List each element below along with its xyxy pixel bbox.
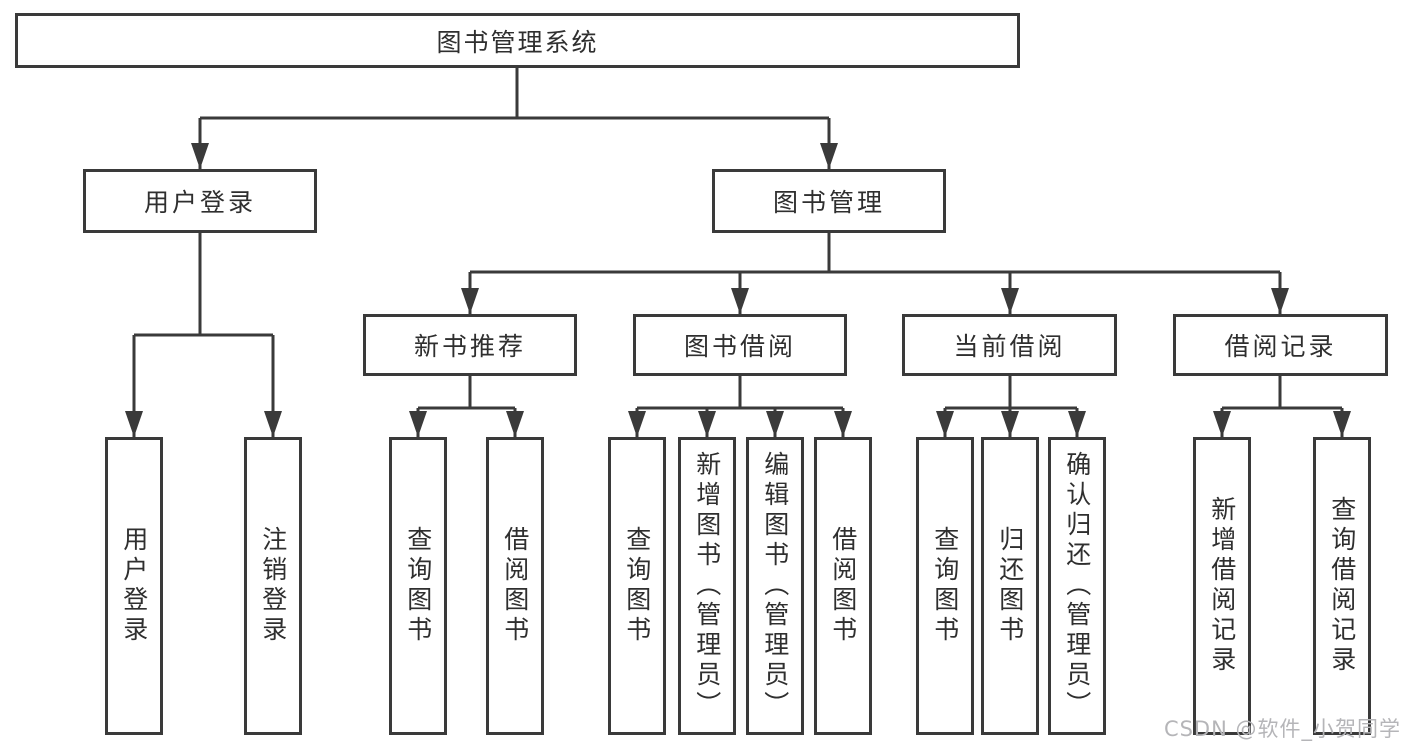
arrowhead-icon (1333, 411, 1351, 437)
leaf-logout: 注销登录 (244, 437, 302, 735)
leaf-label: 新增图书（管理员） (692, 451, 722, 721)
arrowhead-icon (731, 288, 749, 314)
arrowhead-icon (820, 143, 838, 169)
arrowhead-icon (1001, 411, 1019, 437)
arrowhead-icon (409, 411, 427, 437)
csdn-watermark: CSDN @软件_小贺同学 (1163, 717, 1401, 741)
leaf-current-query-books: 查询图书 (916, 437, 974, 735)
leaf-borrowing-query-books: 查询图书 (608, 437, 666, 735)
node-label: 借阅记录 (1224, 332, 1337, 361)
leaf-records-add-record: 新增借阅记录 (1193, 437, 1251, 735)
leaf-label: 编辑图书（管理员） (760, 451, 790, 721)
arrowhead-icon (125, 411, 143, 437)
leaf-label: 借阅图书 (500, 526, 530, 646)
leaf-label: 确认归还（管理员） (1062, 451, 1092, 721)
node-label: 用户登录 (143, 188, 256, 217)
node-label: 当前借阅 (953, 332, 1066, 361)
connector-paths (132, 68, 1344, 437)
node-label: 新书推荐 (413, 332, 526, 361)
leaf-label: 查询图书 (622, 526, 652, 646)
leaf-label: 归还图书 (995, 526, 1025, 646)
arrowhead-icon (936, 411, 954, 437)
leaf-borrowing-edit-books-admin: 编辑图书（管理员） (746, 437, 804, 735)
node-book-borrowing: 图书借阅 (633, 314, 847, 376)
node-new-book-recommend: 新书推荐 (363, 314, 577, 376)
arrowhead-icon (1068, 411, 1086, 437)
leaf-label: 借阅图书 (828, 526, 858, 646)
node-borrowing-records: 借阅记录 (1173, 314, 1388, 376)
leaf-label: 查询图书 (930, 526, 960, 646)
node-user-login: 用户登录 (83, 169, 317, 233)
leaf-label: 新增借阅记录 (1207, 496, 1237, 676)
leaf-label: 查询图书 (403, 526, 433, 646)
node-label: 图书借阅 (683, 332, 796, 361)
node-library-management-system: 图书管理系统 (15, 13, 1020, 68)
leaf-label: 注销登录 (258, 526, 288, 646)
arrowhead-icon (506, 411, 524, 437)
arrowhead-icon (1213, 411, 1231, 437)
leaf-label: 查询借阅记录 (1327, 496, 1357, 676)
arrowheads (125, 143, 1351, 437)
arrowhead-icon (461, 288, 479, 314)
arrowhead-icon (191, 143, 209, 169)
leaf-records-query-record: 查询借阅记录 (1313, 437, 1371, 735)
arrowhead-icon (628, 411, 646, 437)
arrowhead-icon (264, 411, 282, 437)
arrowhead-icon (834, 411, 852, 437)
arrowhead-icon (1001, 288, 1019, 314)
leaf-label: 用户登录 (119, 526, 149, 646)
node-label: 图书管理 (772, 188, 885, 217)
arrowhead-icon (1271, 288, 1289, 314)
node-current-borrowing: 当前借阅 (902, 314, 1117, 376)
node-book-management: 图书管理 (712, 169, 946, 233)
arrowhead-icon (698, 411, 716, 437)
leaf-current-return-books: 归还图书 (981, 437, 1039, 735)
leaf-borrowing-add-books-admin: 新增图书（管理员） (678, 437, 736, 735)
leaf-current-confirm-return-admin: 确认归还（管理员） (1048, 437, 1106, 735)
leaf-user-login: 用户登录 (105, 437, 163, 735)
leaf-borrowing-borrow-books: 借阅图书 (814, 437, 872, 735)
leaf-newrec-borrow-books: 借阅图书 (486, 437, 544, 735)
leaf-newrec-query-books: 查询图书 (389, 437, 447, 735)
arrowhead-icon (766, 411, 784, 437)
node-label: 图书管理系统 (436, 27, 599, 57)
